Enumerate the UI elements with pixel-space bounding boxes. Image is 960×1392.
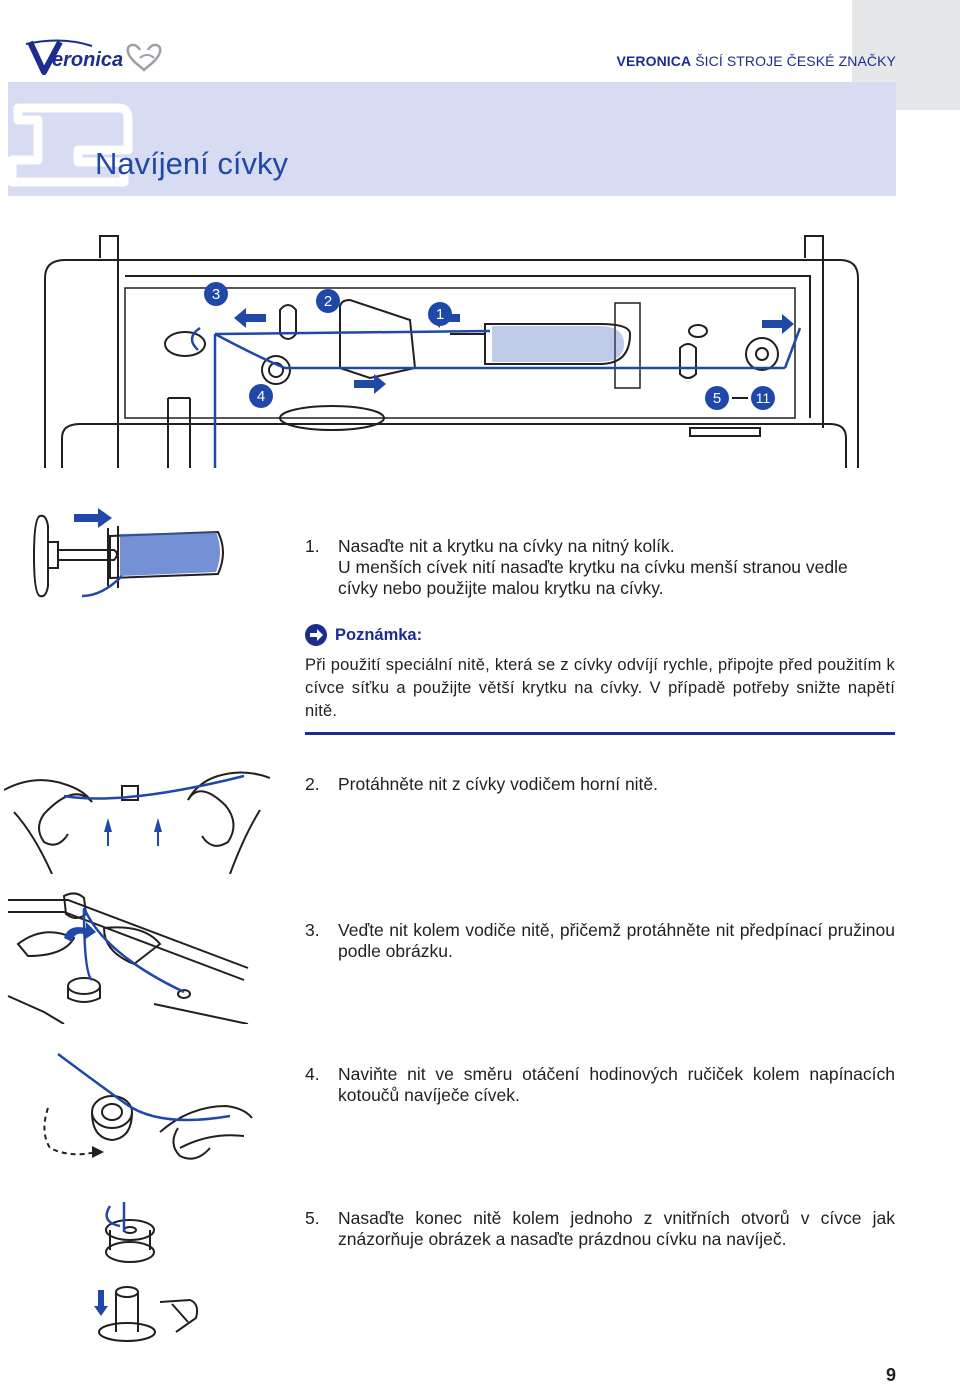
- step-2-text: Protáhněte nit z cívky vodičem horní nit…: [338, 774, 659, 794]
- step-1: 1. Nasaďte nit a krytku na cívky na nitný…: [305, 536, 895, 599]
- arrow-up-icon: [104, 818, 112, 846]
- rotation-arrow-icon: [92, 1146, 104, 1158]
- page-title: Navíjení cívky: [95, 146, 288, 181]
- step-3-text: Veďte nit kolem vodiče nitě, přičemž pro…: [338, 920, 895, 961]
- svg-text:eronica: eronica: [52, 49, 123, 71]
- bobbin-insert-figure: [94, 1202, 199, 1342]
- step-3: 3. Veďte nit kolem vodiče nitě, přičemž …: [305, 920, 895, 962]
- diagram-label-11-bg: [751, 386, 775, 410]
- step-5-text: Nasaďte konec nitě kolem jednoho z vnitř…: [338, 1208, 895, 1249]
- step-5: 5. Nasaďte konec nitě kolem jednoho z vn…: [305, 1208, 895, 1250]
- diagram-label-1: 1: [436, 306, 444, 323]
- machine-top-diagram: 3 2 1 4 5 11: [44, 235, 859, 468]
- step-4-text: Naviňte nit ve směru otáčení hodinových …: [338, 1064, 895, 1105]
- note-heading-text: Poznámka:: [335, 625, 423, 644]
- header-tagline: VERONICA ŠICÍ STROJE ČESKÉ ZNAČKY: [617, 53, 896, 69]
- step-4-row: 4. Naviňte nit ve směru otáčení hodinový…: [305, 1064, 895, 1106]
- arrow-up-icon: [154, 818, 162, 846]
- step-1-text-line-1: Nasaďte nit a krytku na cívky na nitný k…: [338, 536, 675, 556]
- step-4: 4. Naviňte nit ve směru otáčení hodinový…: [305, 1064, 895, 1106]
- step-1-text-line-2: U menších cívek nití nasaďte krytku na c…: [338, 557, 848, 577]
- header-brand: VERONICA: [616, 53, 692, 69]
- note-arrow-icon: [305, 624, 327, 646]
- diagram-label-5-bg: [705, 386, 729, 410]
- tension-spring-figure: [7, 892, 249, 1024]
- step-2-number: 2.: [305, 774, 320, 794]
- note-heading: Poznámka:: [305, 624, 422, 646]
- step-3-number: 3.: [305, 920, 320, 940]
- arrow-right-icon: [74, 508, 112, 528]
- step-1-line-1: 1. Nasaďte nit a krytku na cívky na nitný…: [305, 536, 895, 557]
- bobbin-winder-figure: [43, 1052, 253, 1160]
- step-1-number: 1.: [305, 536, 320, 556]
- sewing-machine-icon: [8, 103, 133, 187]
- arrow-down-icon: [94, 1290, 108, 1316]
- step-3-row: 3. Veďte nit kolem vodiče nitě, přičemž …: [305, 920, 895, 962]
- diagram-label-5: 5: [713, 390, 721, 407]
- note-text: Při použití speciální nitě, která se z c…: [305, 656, 895, 720]
- step-5-number: 5.: [305, 1208, 320, 1228]
- diagram-label-2: 2: [324, 293, 332, 310]
- note-divider: [305, 732, 895, 735]
- veronica-logo: eronica: [25, 39, 162, 75]
- spool-pin-figure: [32, 508, 224, 598]
- title-band: [8, 82, 896, 196]
- diagram-label-1-bg: [428, 302, 452, 326]
- step-2: 2. Protáhněte nit z cívky vodičem horní n…: [305, 774, 895, 795]
- diagram-label-11: 11: [756, 390, 771, 406]
- diagram-label-2-bg: [316, 289, 340, 313]
- step-1-text-line-3: cívky nebo použijte malou krytku na cívk…: [338, 578, 664, 598]
- diagram-label-4-bg: [249, 384, 273, 408]
- diagram-label-3-bg: [204, 282, 228, 306]
- diagram-label-4: 4: [257, 388, 265, 405]
- page-number: 9: [885, 1365, 896, 1385]
- step-4-number: 4.: [305, 1064, 320, 1084]
- diagram-label-3: 3: [212, 286, 220, 303]
- curved-arrow-icon: [64, 922, 96, 942]
- step-5-row: 5. Nasaďte konec nitě kolem jednoho z vn…: [305, 1208, 895, 1250]
- thread-guide-figure: [4, 771, 271, 874]
- header-subtitle: ŠICÍ STROJE ČESKÉ ZNAČKY: [695, 53, 896, 69]
